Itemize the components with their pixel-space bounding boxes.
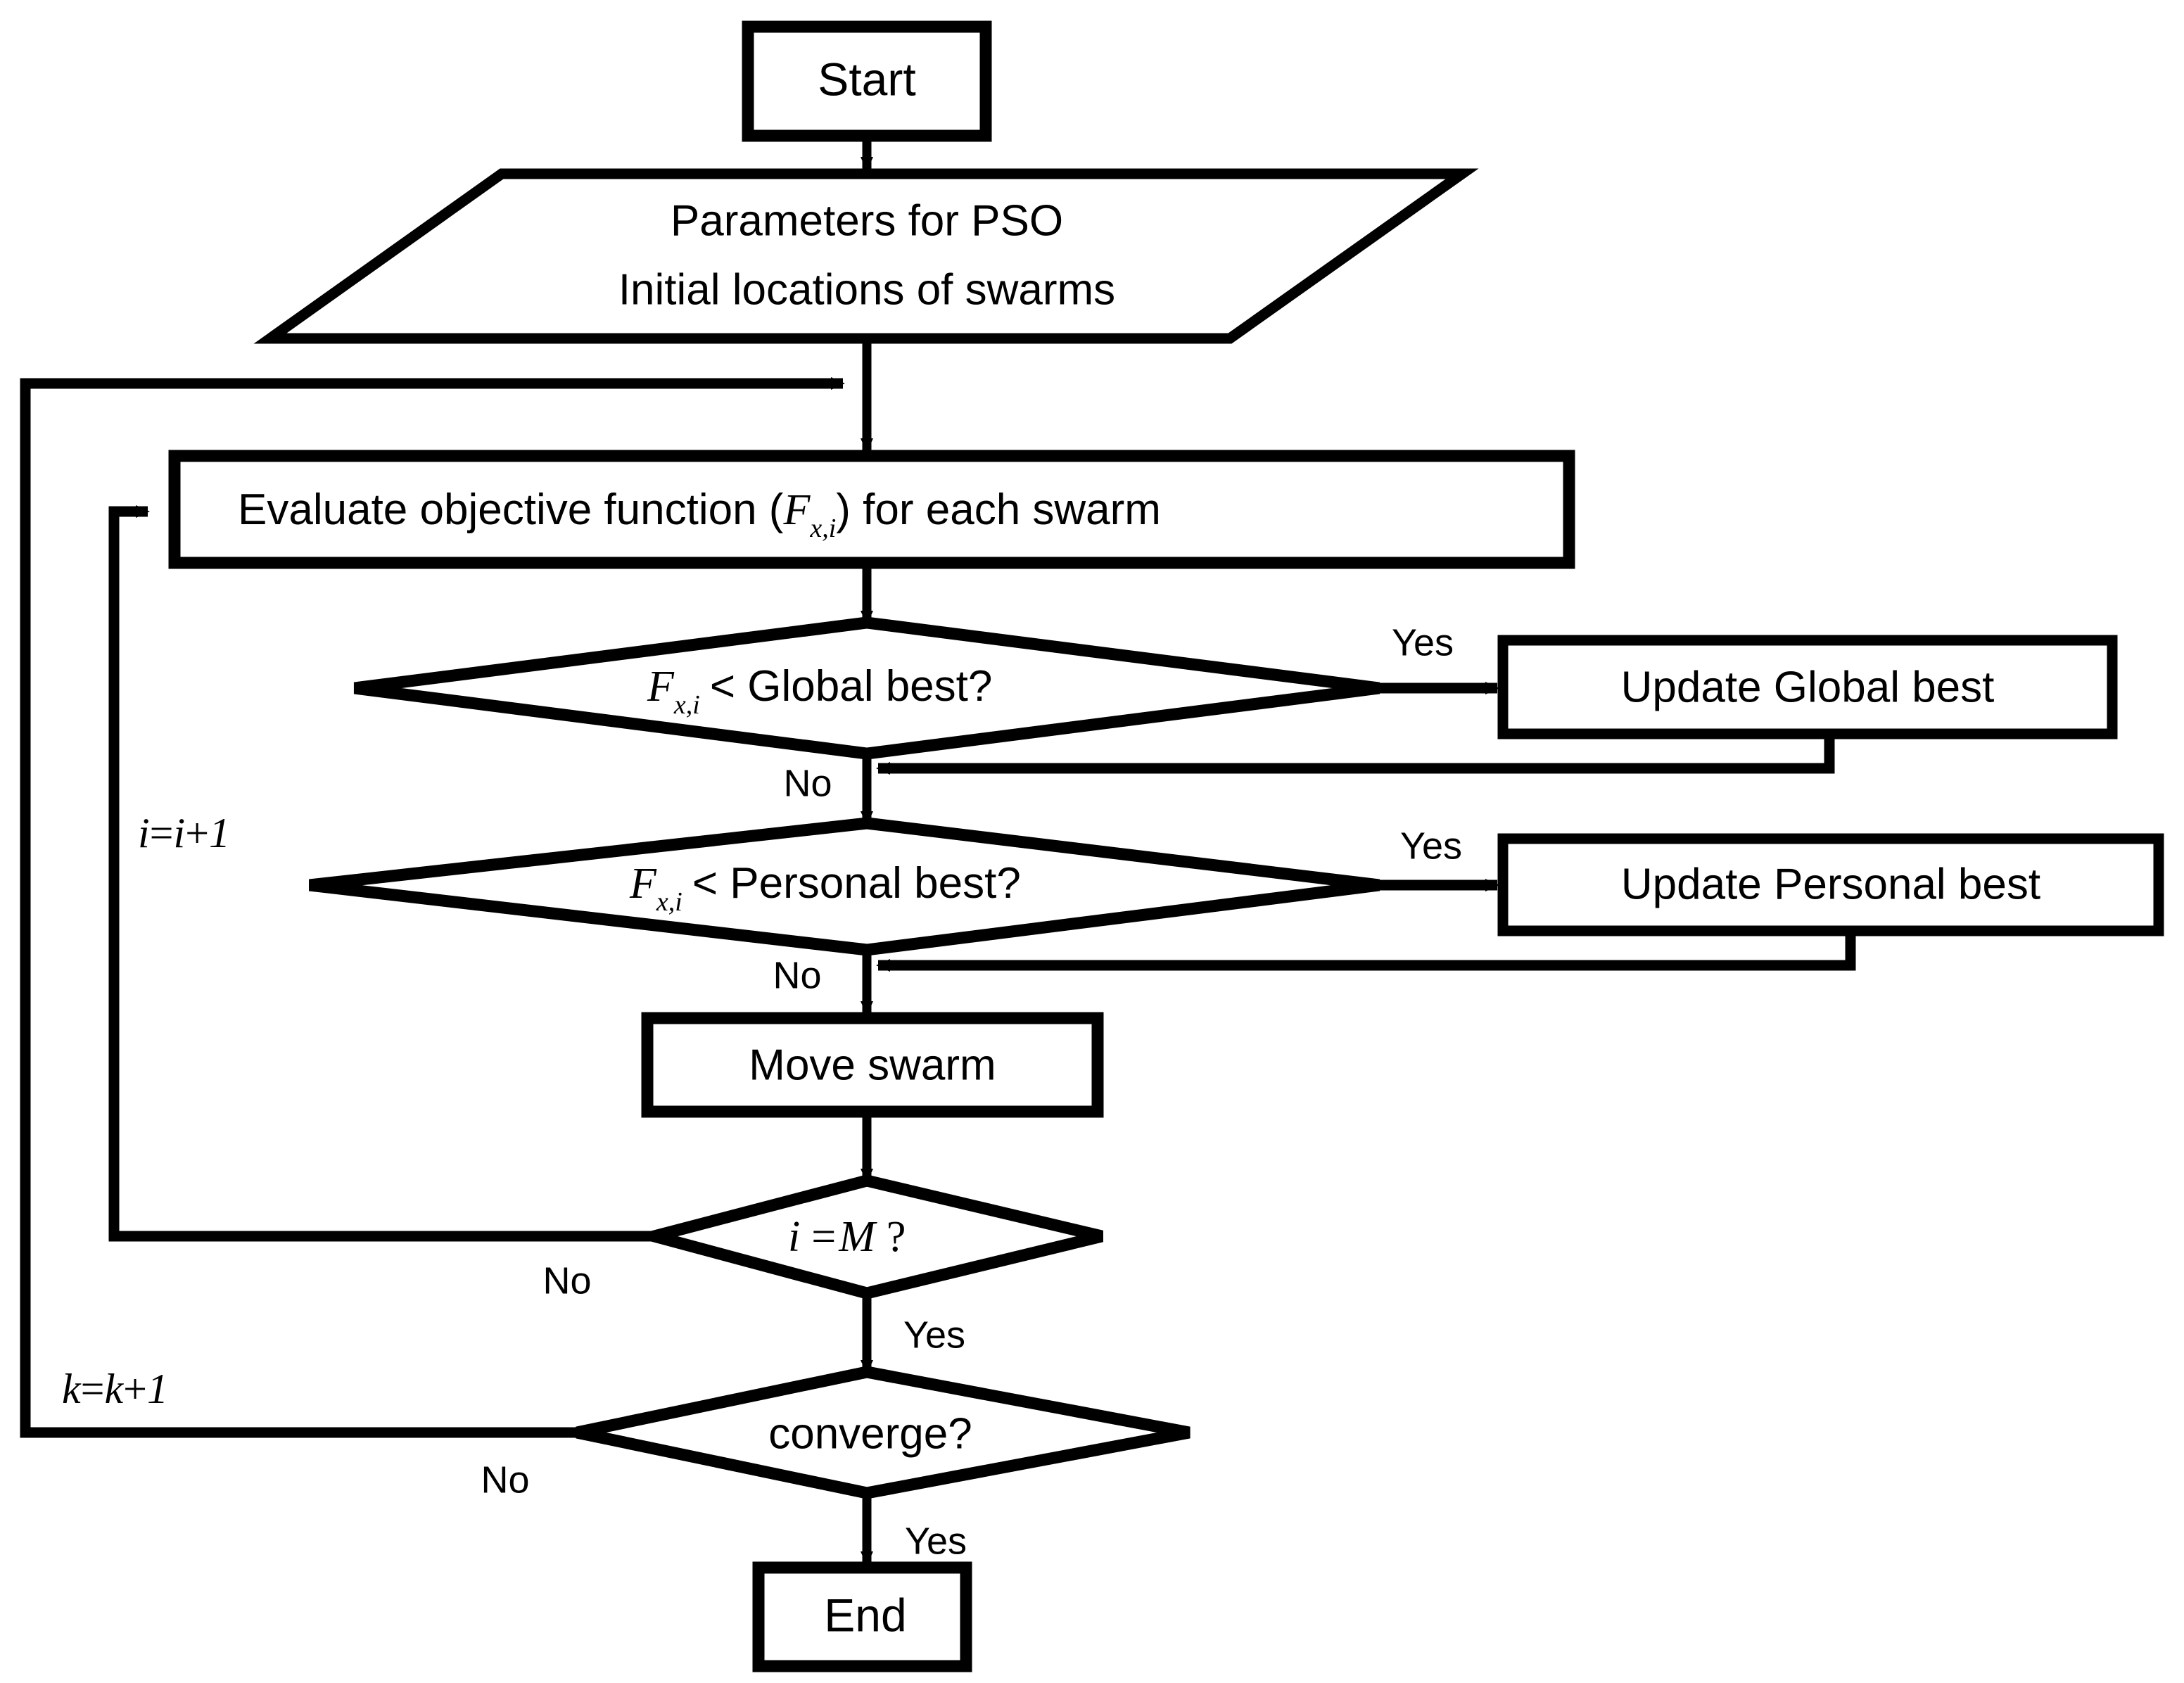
edge-label-personal-no: No — [773, 954, 821, 996]
node-personal-test — [309, 817, 1380, 956]
node-iter-test-label: i=M? — [788, 1213, 906, 1261]
node-global-test-subscript: x,i — [673, 690, 700, 720]
edge-label-converge-yes: Yes — [905, 1520, 967, 1562]
node-converge-test-label: converge? — [768, 1409, 972, 1458]
loop-inner-one: 1 — [209, 810, 230, 856]
node-evaluate-symbol: F — [782, 486, 811, 534]
node-global-test-label: Fx,i < Global best? — [647, 662, 992, 720]
loop-outer-eq: = — [81, 1366, 105, 1412]
loop-outer-lhs: k — [62, 1366, 82, 1412]
edge-label-converge-no: No — [481, 1459, 529, 1501]
loop-label-inner: i=i+1 — [138, 810, 230, 856]
node-end — [752, 1561, 972, 1672]
node-update-global — [1497, 635, 2118, 739]
node-update-personal-fill — [1503, 839, 2159, 931]
node-start-label: Start — [818, 53, 915, 105]
edge-label-global-yes: Yes — [1392, 621, 1454, 663]
node-end-fill — [758, 1568, 966, 1666]
loop-inner-lhs: i — [138, 810, 150, 856]
node-converge-test — [576, 1366, 1191, 1499]
node-input-fill — [270, 174, 1462, 338]
loop-outer-rhs: k — [104, 1366, 124, 1412]
node-evaluate-label: Evaluate objective function (Fx,i) for e… — [238, 485, 1161, 543]
node-end-label: End — [824, 1589, 906, 1641]
node-evaluate-subscript: x,i — [809, 514, 836, 543]
node-global-test — [353, 616, 1380, 760]
node-update-global-fill — [1503, 640, 2112, 734]
loop-label-outer: k=k+1 — [62, 1366, 168, 1412]
node-update-personal — [1497, 833, 2164, 936]
node-iter-test-fill — [654, 1181, 1102, 1293]
node-personal-test-label: Fx,i < Personal best? — [629, 859, 1021, 917]
node-update-global-label: Update Global best — [1621, 663, 1995, 711]
edge-label-iter-yes: Yes — [903, 1314, 965, 1356]
node-personal-test-symbol: F — [629, 860, 657, 908]
node-personal-test-subscript: x,i — [656, 887, 682, 917]
node-iter-test-sym-M: M — [838, 1213, 877, 1261]
node-input — [253, 168, 1479, 344]
node-evaluate-fill — [174, 456, 1569, 563]
node-evaluate-suffix: ) for each swarm — [836, 485, 1161, 534]
node-evaluate — [168, 450, 1575, 569]
node-evaluate-prefix: Evaluate objective function ( — [238, 485, 784, 534]
edge-label-global-no: No — [783, 762, 832, 804]
loop-outer-plus: + — [123, 1366, 147, 1412]
node-input-line2: Initial locations of swarms — [618, 265, 1115, 314]
node-start-fill — [748, 27, 986, 136]
node-move-fill — [647, 1018, 1098, 1112]
node-iter-test — [630, 1174, 1104, 1300]
node-start — [742, 20, 992, 142]
edge-label-personal-yes: Yes — [1400, 825, 1462, 867]
node-global-test-rest: < Global best? — [710, 662, 993, 711]
node-input-line1: Parameters for PSO — [671, 196, 1063, 245]
edge-label-iter-no: No — [542, 1259, 591, 1302]
edge-inner-i-loop — [108, 505, 654, 1242]
node-personal-test-rest: < Personal best? — [692, 859, 1021, 908]
node-move-label: Move swarm — [749, 1041, 996, 1089]
edge-global-return — [876, 734, 1835, 775]
node-iter-test-eq: = — [811, 1213, 836, 1261]
node-iter-test-sym-i: i — [788, 1213, 800, 1261]
loop-outer-one: 1 — [147, 1366, 168, 1412]
edge-personal-return — [876, 930, 1856, 972]
node-update-personal-label: Update Personal best — [1621, 860, 2040, 908]
loop-inner-rhs: i — [174, 810, 186, 856]
node-global-test-symbol: F — [647, 663, 675, 711]
loop-inner-eq: = — [150, 810, 174, 856]
edge-outer-k-loop — [20, 377, 845, 1438]
node-iter-test-q: ? — [887, 1213, 906, 1261]
loop-inner-plus: + — [185, 810, 209, 856]
node-move — [641, 1012, 1104, 1118]
